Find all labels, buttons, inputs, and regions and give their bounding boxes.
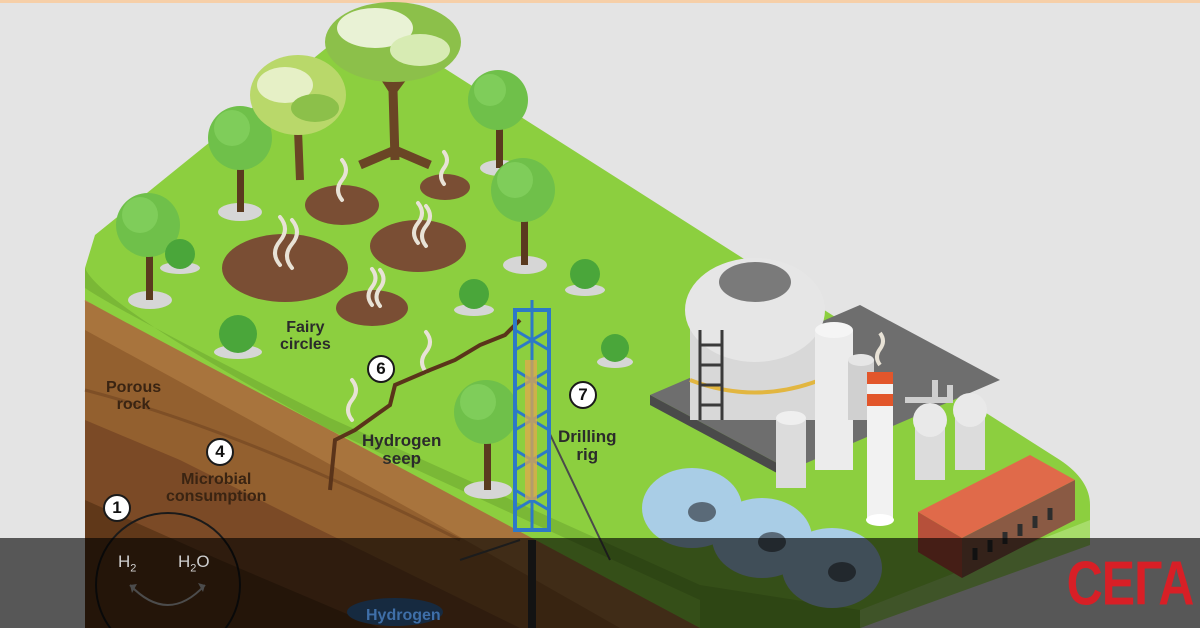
shrubs — [160, 239, 633, 368]
fairy-circle-patches — [222, 174, 470, 326]
hydrogen-plant — [650, 258, 1075, 578]
acacia-tree — [325, 2, 461, 170]
hydrogen-seep-crack — [328, 318, 522, 491]
badge-4: 4 — [206, 438, 234, 466]
tree — [116, 193, 180, 309]
label-hydrogen-reservoir: Hydrogen — [366, 607, 441, 624]
label-porous-rock: Porous rock — [106, 379, 162, 413]
shrub — [565, 259, 605, 296]
acacia-trees — [250, 2, 461, 181]
product-formula: H2O — [178, 552, 210, 574]
fairy-circle — [305, 185, 379, 225]
label-hydrogen-seep: Hydrogen seep — [362, 431, 442, 468]
fairy-circle — [420, 174, 470, 200]
shrub — [454, 279, 494, 316]
top-border — [0, 0, 1200, 3]
acacia-tree — [250, 55, 346, 181]
fairy-circle — [222, 234, 348, 302]
round-trees — [116, 70, 555, 499]
tree — [454, 380, 518, 499]
tree — [491, 158, 555, 274]
product-suffix: O — [196, 552, 210, 571]
product-subscript: 2 — [190, 562, 197, 575]
steam-wisps — [273, 150, 449, 422]
bottom-overlay-band — [0, 538, 1200, 628]
badge-1: 1 — [103, 494, 131, 522]
shrub — [160, 239, 200, 274]
label-fairy-circles: Fairy circles — [280, 319, 331, 353]
label-drilling-rig: Drilling rig — [558, 427, 617, 464]
badge-7: 7 — [569, 381, 597, 409]
shrub — [214, 315, 262, 359]
grass-surface — [85, 33, 1090, 628]
reactant-subscript: 2 — [130, 562, 137, 575]
label-microbial-consumption: Microbial consumption — [166, 471, 267, 505]
badge-6: 6 — [367, 355, 395, 383]
reactant-symbol: H — [118, 552, 131, 571]
tree — [208, 106, 272, 221]
fairy-circle — [336, 290, 408, 326]
product-symbol: H — [178, 552, 191, 571]
fairy-circle — [370, 220, 466, 272]
shrub — [597, 334, 633, 368]
reactant-formula: H2 — [118, 552, 136, 574]
brand-logo[interactable]: СЕГА — [1066, 548, 1195, 618]
